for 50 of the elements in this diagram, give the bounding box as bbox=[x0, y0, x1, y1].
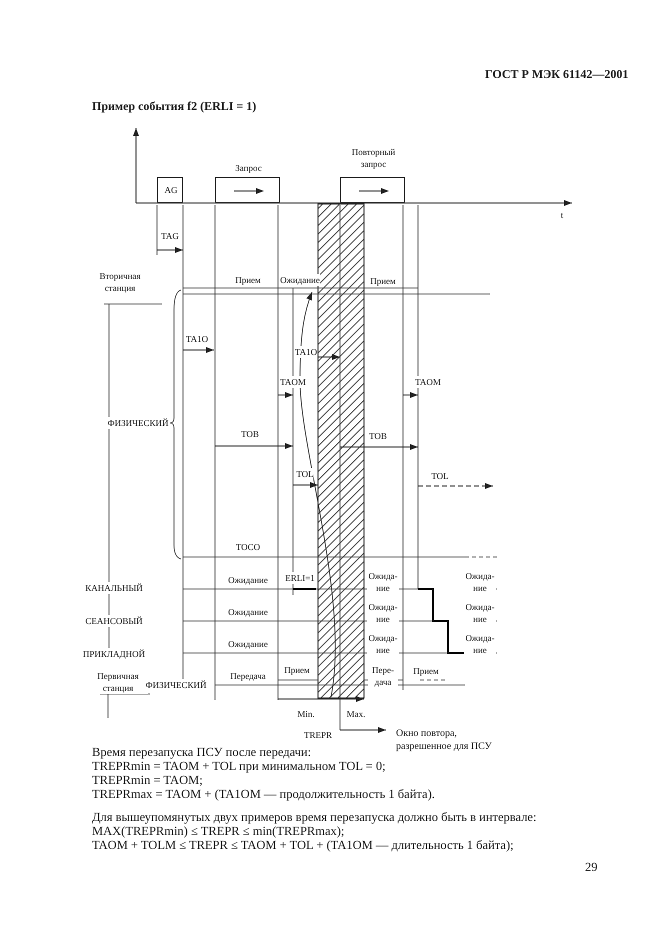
layer-label: ФИЗИЧЕСКИЙ bbox=[108, 417, 168, 429]
note-text: Время перезапуска ПСУ после передачи: bbox=[92, 745, 312, 759]
box-heading: Повторный запрос bbox=[350, 146, 396, 170]
state-label: Прием bbox=[370, 275, 396, 287]
interval-label: TAG bbox=[161, 230, 179, 242]
state-label: Ожидание bbox=[280, 274, 320, 286]
interval-label: TREPR bbox=[304, 729, 332, 741]
formula-text: TREPRmax = TAOM + (TA1OM — продолжительность 1 байта). bbox=[92, 787, 435, 801]
formula-text: TREPRmin = TAOM; bbox=[92, 773, 203, 787]
interval-label: TOB bbox=[241, 428, 259, 440]
state-label: Ожидание bbox=[228, 574, 268, 586]
interval-label: TOB bbox=[369, 430, 387, 442]
figure-title: Пример события f2 (ERLI = 1) bbox=[92, 99, 256, 113]
signal-box bbox=[157, 177, 183, 203]
formula-text: TREPRmin = TAOM + TOL при минимальном TOL = 0; bbox=[92, 759, 386, 773]
state-label: Ожида- ние bbox=[367, 632, 399, 656]
layer-label: ПРИКЛАДНОЙ bbox=[82, 648, 146, 660]
state-label: Пере- дача bbox=[368, 664, 398, 688]
note-text: Для вышеупомянутых двух примеров время перезапуска должно быть в интервале: bbox=[92, 810, 536, 824]
state-label: Прием bbox=[284, 664, 310, 676]
interval-label: Max. bbox=[346, 708, 366, 720]
state-label: Ожида- ние bbox=[464, 601, 496, 625]
box-label: AG bbox=[164, 184, 178, 196]
interval-label: TOL bbox=[431, 470, 449, 482]
state-label: Ожидание bbox=[228, 638, 268, 650]
interval-label: Min. bbox=[297, 708, 315, 720]
interval-label: TA1O bbox=[186, 333, 208, 345]
state-label: Прием bbox=[413, 665, 439, 677]
layer-label: КАНАЛЬНЫЙ bbox=[85, 582, 143, 594]
state-label: Ожида- ние bbox=[464, 632, 496, 656]
interval-label: TA1O bbox=[294, 346, 318, 358]
state-label: Прием bbox=[235, 274, 261, 286]
interval-label: TAOM bbox=[280, 376, 306, 388]
box-heading: Запрос bbox=[234, 162, 263, 174]
page-number: 29 bbox=[585, 860, 598, 874]
state-label: Ожида- ние bbox=[367, 570, 399, 594]
document-number: ГОСТ Р МЭК 61142—2001 bbox=[485, 67, 628, 81]
state-label: Передача bbox=[230, 670, 266, 682]
layer-label: СЕАНСОВЫЙ bbox=[85, 615, 143, 627]
formula-text: TAOM + TOLM ≤ TREPR ≤ TAOM + TOL + (TA1OM — длительность 1 байта); bbox=[92, 838, 514, 852]
interval-label: TAOM bbox=[415, 376, 441, 388]
state-label: Ожида- ние bbox=[464, 570, 496, 594]
formula-text: MAX(TREPRmin) ≤ TREPR ≤ min(TREPRmax); bbox=[92, 824, 344, 838]
interval-label: TOCO bbox=[236, 541, 260, 553]
state-label: Ожида- ние bbox=[367, 601, 399, 625]
layer-label: ФИЗИЧЕСКИЙ bbox=[146, 679, 206, 691]
flag-label: ERLI=1 bbox=[285, 572, 315, 584]
window-label: Окно повтора, разрешенное для ПСУ bbox=[396, 727, 493, 753]
state-label: Ожидание bbox=[228, 606, 268, 618]
interval-label: TOL bbox=[296, 468, 314, 480]
